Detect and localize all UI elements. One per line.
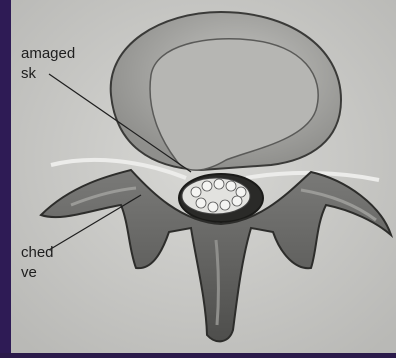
pinched-nerve-label-line2: ve [21, 263, 37, 282]
damaged-disk-label-line2: sk [21, 64, 36, 83]
pinched-nerve-label-line1: ched [21, 243, 54, 262]
damaged-disk-label-line1: amaged [21, 44, 75, 63]
left-border-strip [0, 0, 11, 353]
spine-illustration: amaged sk ched ve [11, 0, 396, 353]
